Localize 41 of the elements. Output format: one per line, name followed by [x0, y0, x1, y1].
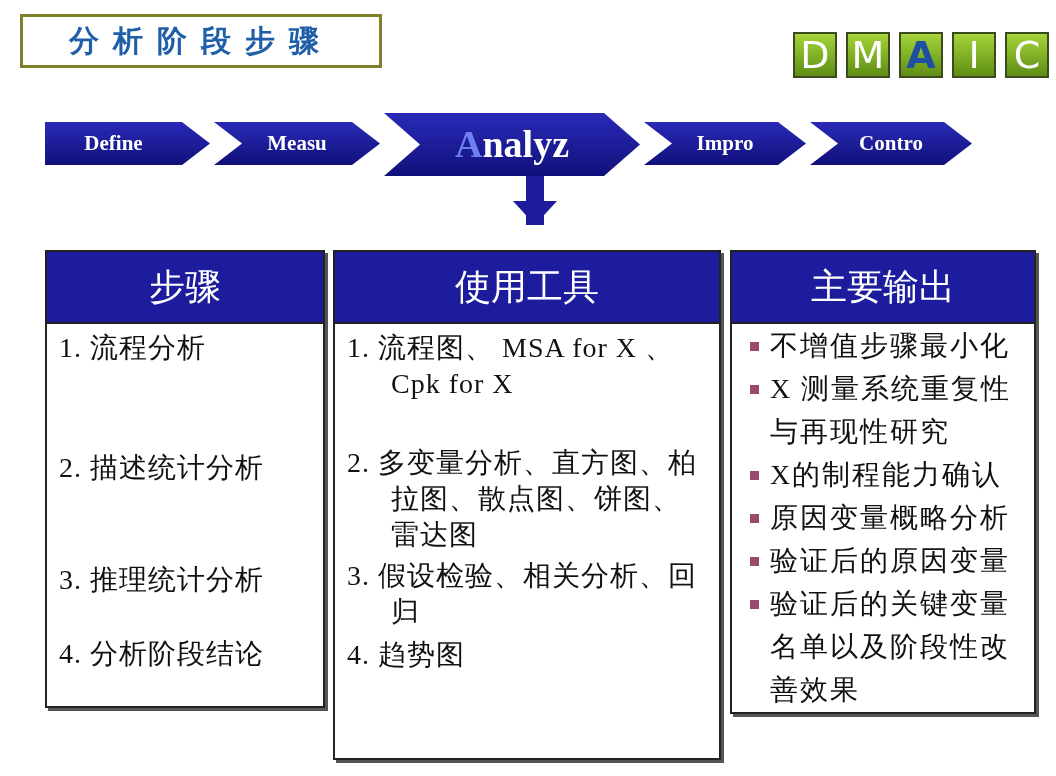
arrow: [513, 176, 557, 225]
phase-banner: [810, 122, 972, 165]
letter-tile: [793, 32, 837, 78]
tile-letter: M: [851, 33, 885, 77]
header-text: 主要输出: [811, 264, 955, 309]
list-item: 不增值步骤最小化: [744, 324, 1015, 367]
column-panel: [333, 250, 721, 760]
list-item: 1. 流程分析: [59, 331, 207, 365]
tile-letter: I: [968, 33, 980, 77]
letter-tile: [899, 32, 943, 78]
phase-label: Define: [83, 130, 144, 157]
letter-tile: [952, 32, 996, 78]
column-panel: [45, 250, 325, 708]
list-item: 2. 多变量分析、直方图、柏拉图、散点图、饼图、雷达图: [347, 446, 698, 552]
phase-banner: [384, 113, 640, 176]
tile-letter: D: [800, 33, 830, 77]
phase-label: Analyz: [454, 122, 570, 167]
header-text: 步骤: [149, 264, 221, 309]
title-text: 分析阶段步骤: [69, 21, 333, 60]
list-item: 验证后的原因变量: [744, 539, 1015, 582]
phase-label: Impro: [695, 130, 755, 157]
tile-letter: C: [1013, 33, 1041, 77]
phase-banner: [214, 122, 380, 165]
phase-banner: [45, 122, 210, 165]
list-item: 1. 流程图、 MSA for X 、 Cpk for X: [347, 331, 675, 401]
phase-label: Contro: [858, 130, 924, 157]
list-item: X的制程能力确认: [744, 453, 1015, 496]
list-item: 3. 假设检验、相关分析、回归: [347, 559, 698, 629]
phase-label: Measu: [266, 130, 328, 157]
list-item: 4. 趋势图: [347, 638, 466, 672]
list-item: 2. 描述统计分析: [59, 451, 265, 485]
column-panel: [730, 250, 1036, 714]
phase-banner: [644, 122, 806, 165]
list-item: 原因变量概略分析: [744, 496, 1015, 539]
list-item: X 测量系统重复性与再现性研究: [744, 367, 1015, 453]
list-item: 验证后的关键变量名单以及阶段性改善效果: [744, 582, 1015, 711]
header-text: 使用工具: [455, 264, 599, 309]
letter-tile: [1005, 32, 1049, 78]
list-item: 3. 推理统计分析: [59, 563, 265, 597]
tile-letter: A: [906, 33, 936, 77]
list-item: 4. 分析阶段结论: [59, 637, 265, 671]
